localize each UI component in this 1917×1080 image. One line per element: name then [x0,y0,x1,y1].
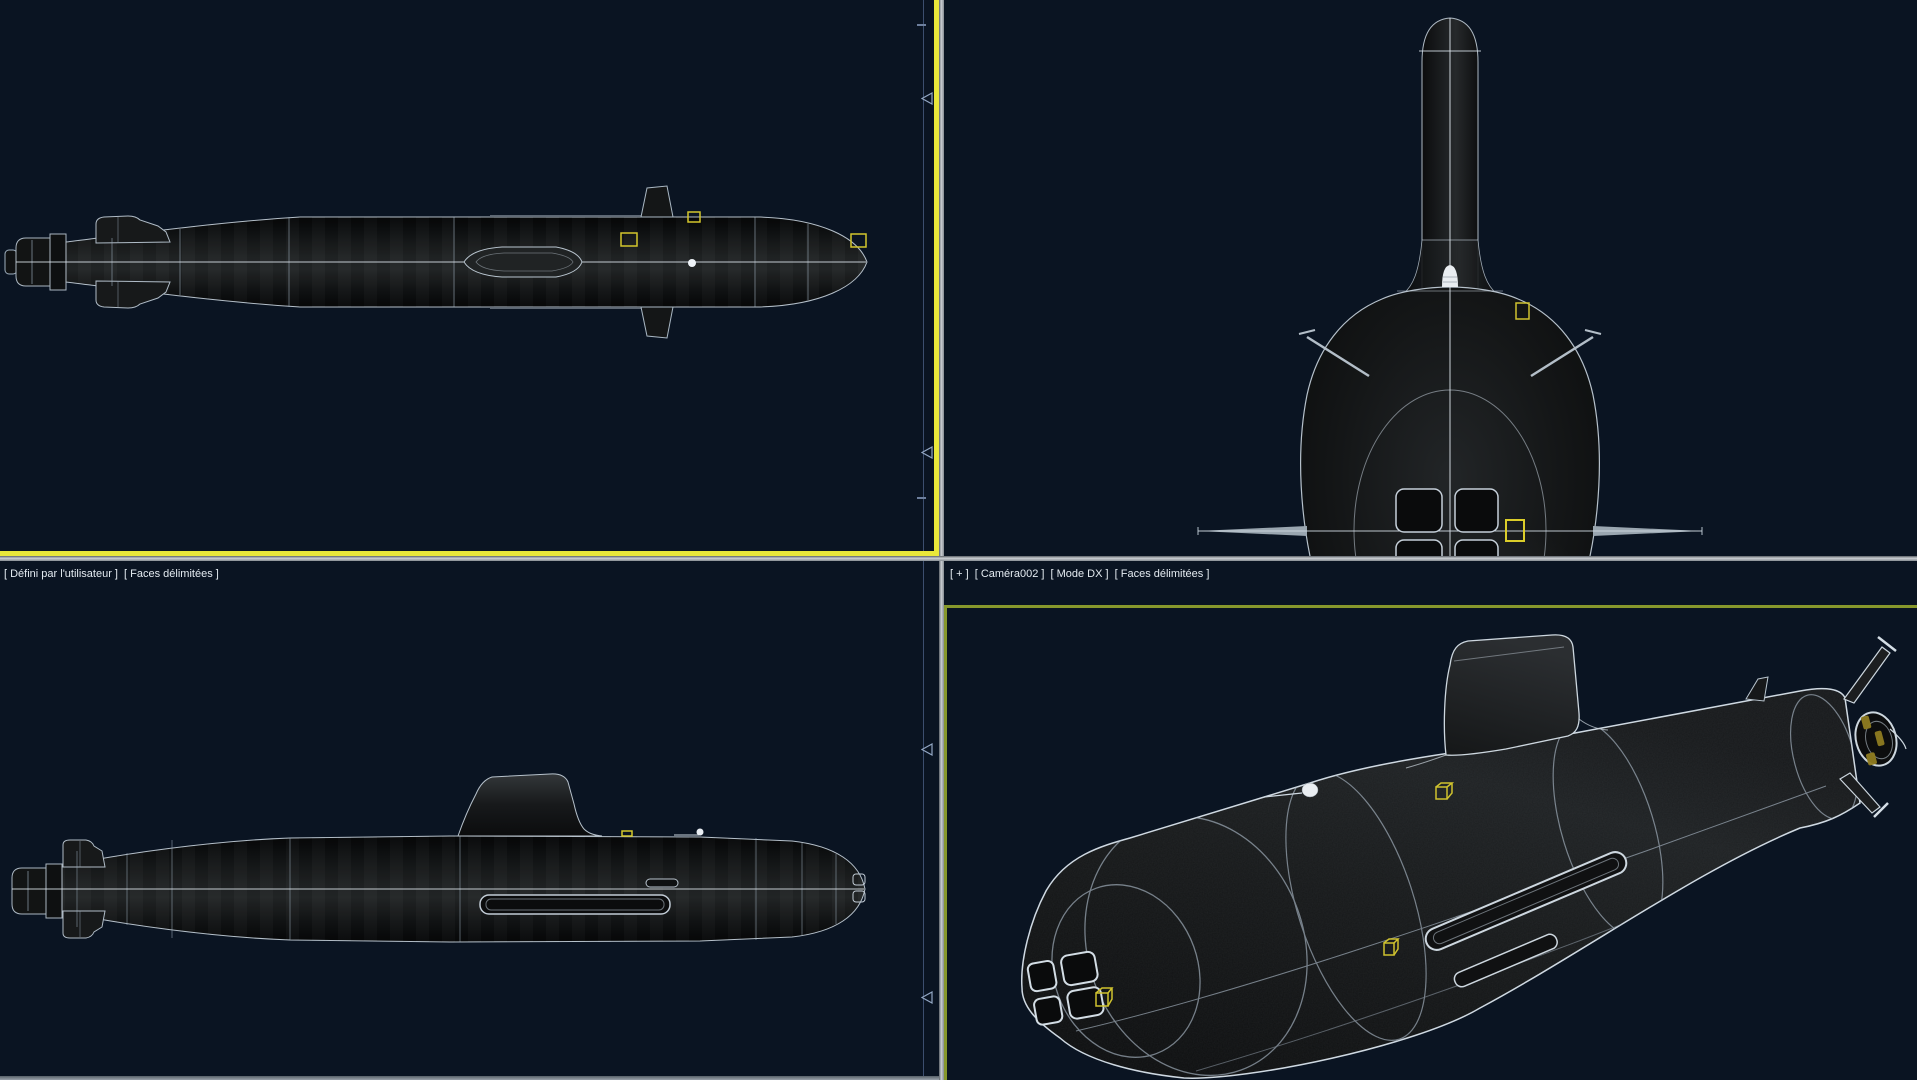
camera-frame-top [944,605,1917,608]
nose-door [852,873,866,886]
hatch-dome-icon [1442,265,1458,287]
hatch-dome-icon [696,828,704,836]
guide-arrow-icon [920,91,934,110]
helper-marker-icon [687,211,701,223]
torpedo-doors-front [1395,488,1499,556]
stern-fin-lower [95,280,171,309]
viewport-mode-label[interactable]: [ Mode DX ] [1050,568,1109,580]
helper-marker-icon [1515,302,1530,320]
viewport-user-side-view[interactable] [0,561,939,1076]
viewport-splitter-vertical[interactable] [939,0,944,1080]
bow-plane-lower [640,306,674,339]
active-viewport-border-right [934,0,939,556]
camera-view-canvas [1006,634,1907,1080]
guide-arrow-icon [920,445,934,464]
nose-door [852,890,866,903]
top-view-canvas [4,185,868,339]
viewport-splitter-horizontal[interactable] [0,556,1917,561]
stern-rudders-projection [1298,329,1602,378]
viewport-bottom-edge [0,1076,939,1080]
viewport-front-view[interactable] [945,0,1917,556]
hatch-dome-icon [688,259,696,267]
viewport-pov-label[interactable]: [ Défini par l'utilisateur ] [4,568,118,580]
propulsor-shroud [45,863,63,919]
guide-line [923,0,924,1076]
guide-arrow-icon [920,742,934,761]
sail-camera [1443,634,1580,756]
viewport-label-bottom-right: [ + ] [ Caméra002 ] [ Mode DX ] [ Faces … [950,568,1212,580]
propulsor-cap [11,867,47,915]
helper-marker-icon [620,232,638,247]
helper-markers[interactable] [620,211,867,248]
front-view-canvas [1197,17,1703,556]
helper-cube-icon [1095,987,1114,1007]
submarine-top-view[interactable] [4,185,868,339]
stern-fin-upper [62,839,106,868]
helper-cube-icon [1435,782,1455,800]
side-view-canvas [11,773,866,943]
viewport-label-bottom-left: [ Défini par l'utilisateur ] [ Faces dél… [4,568,222,580]
viewport-camera[interactable] [946,561,1917,1080]
torpedo-doors-camera [1026,950,1105,1026]
flank-array-slot [479,894,671,915]
vent-slot [645,878,679,888]
helper-markers[interactable] [1095,782,1455,1007]
helper-marker-icon[interactable] [621,830,633,837]
submarine-front-view[interactable] [1197,17,1703,556]
bow-plane-upper [640,185,674,218]
viewport-shading-label[interactable]: [ Faces délimitées ] [124,568,219,580]
helper-marker-icon [850,233,867,248]
propulsor-vanes [1861,715,1885,766]
stern-fin-lower [62,910,106,939]
stern-fin-upper [95,215,171,244]
viewport-menu-button[interactable]: [ + ] [950,568,969,580]
sail-side [457,773,603,837]
guide-tick-icon [917,24,926,26]
active-viewport-border-bottom [0,551,939,556]
submarine-side-view[interactable] [11,773,866,943]
submarine-camera-view[interactable] [1006,634,1907,1080]
guide-arrow-icon [920,990,934,1009]
flank-array-slots [1424,851,1628,988]
camera-frame-left [944,605,947,1080]
helper-cube-icon [1383,938,1400,956]
propulsor-tip [4,249,18,275]
sail-top-view [463,246,583,278]
viewport-top-view[interactable] [0,0,934,551]
viewport-pov-label[interactable]: [ Caméra002 ] [974,568,1045,580]
helper-marker-icon [1505,519,1525,542]
guide-tick-icon [917,497,926,499]
helper-markers[interactable] [1505,302,1596,556]
viewport-shading-label[interactable]: [ Faces délimitées ] [1114,568,1210,580]
stern-assembly [1745,636,1907,818]
hatch-dome-icon [1301,782,1319,798]
